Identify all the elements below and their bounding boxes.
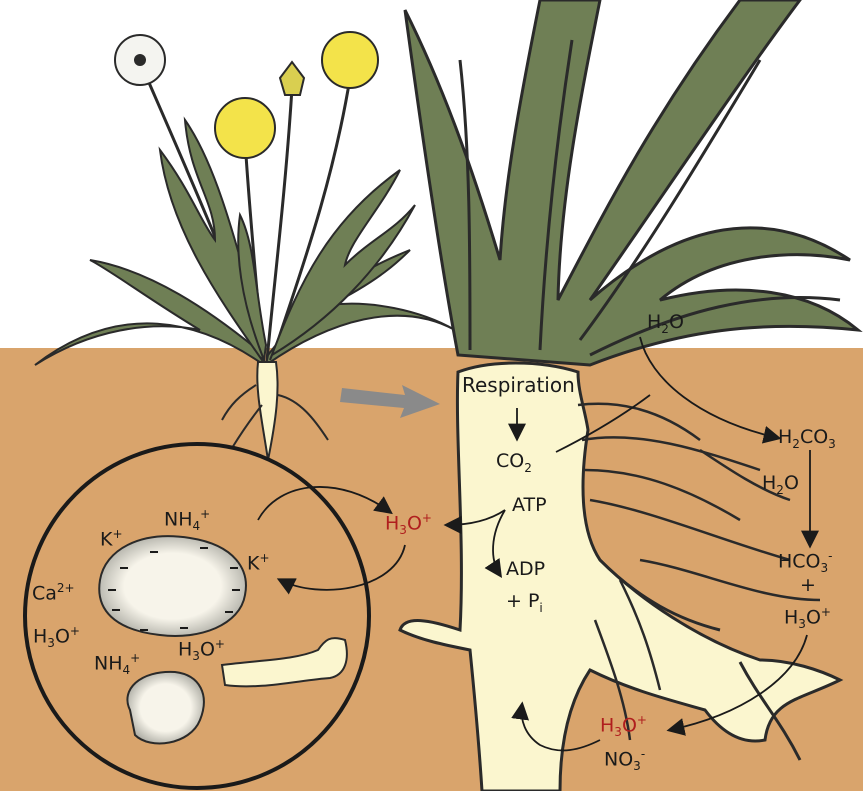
pi-label: + Pi bbox=[506, 592, 543, 614]
no3-label: NO3- bbox=[604, 748, 645, 772]
plus-label: + bbox=[800, 576, 816, 595]
clay-particle-large bbox=[99, 536, 246, 636]
h3o-center-label: H3O+ bbox=[385, 512, 432, 536]
nh4-top-label: NH4+ bbox=[164, 508, 210, 532]
h3o-bottom-label: H3O+ bbox=[600, 714, 647, 738]
h3o-right-label: H3O+ bbox=[784, 606, 831, 630]
adp-label: ADP bbox=[506, 560, 545, 579]
h2o-mid-label: H2O bbox=[762, 474, 799, 496]
k-right-label: K+ bbox=[247, 552, 270, 573]
h3o-circle-right-label: H3O+ bbox=[178, 638, 225, 662]
hco3-label: HCO3- bbox=[778, 550, 833, 574]
large-plant-leaves bbox=[405, 0, 858, 365]
atp-label: ATP bbox=[512, 496, 547, 515]
seed-head bbox=[115, 35, 165, 85]
h2co3-label: H2CO3 bbox=[778, 428, 836, 450]
nh4-bottom-label: NH4+ bbox=[94, 652, 140, 676]
co2-label: CO2 bbox=[496, 452, 532, 474]
h3o-circle-left-label: H3O+ bbox=[33, 625, 80, 649]
ca-label: Ca2+ bbox=[32, 582, 75, 603]
h2o-top-label: H2O bbox=[647, 313, 684, 335]
k-left-label: K+ bbox=[100, 528, 123, 549]
yellow-flowers bbox=[215, 32, 378, 158]
respiration-label: Respiration bbox=[462, 375, 575, 395]
